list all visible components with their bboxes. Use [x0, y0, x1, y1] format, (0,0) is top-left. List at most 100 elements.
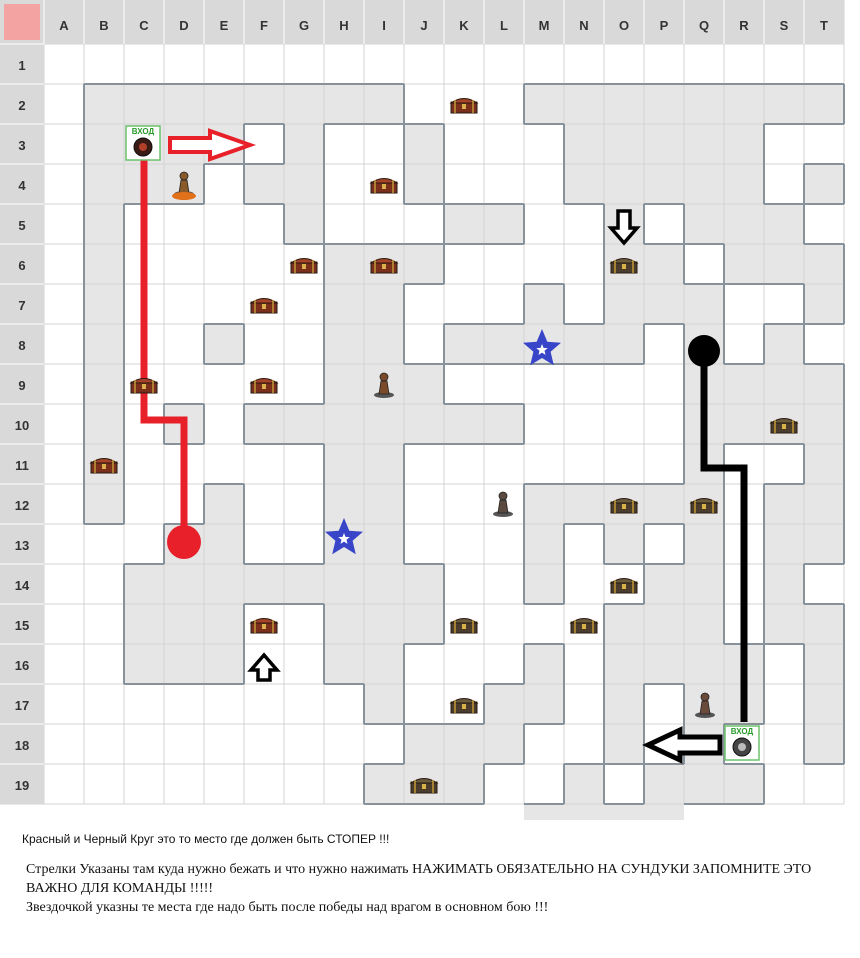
- treasure-chest-icon[interactable]: [249, 618, 279, 634]
- row-header: 16: [15, 658, 29, 673]
- treasure-chest-icon[interactable]: [449, 698, 479, 714]
- floor-cell: [564, 484, 604, 524]
- red-stopper-circle: [167, 525, 201, 559]
- floor-cell: [604, 84, 644, 124]
- entrance-marker[interactable]: ВХОД: [724, 725, 760, 761]
- floor-cell: [604, 284, 644, 324]
- floor-cell: [724, 124, 764, 164]
- floor-cell: [804, 684, 844, 724]
- monster-icon[interactable]: [374, 372, 394, 398]
- floor-cell: [404, 564, 444, 604]
- floor-cell: [244, 164, 284, 204]
- floor-cell: [604, 724, 644, 764]
- floor-cell: [444, 724, 484, 764]
- arrow-left-icon: [642, 726, 723, 764]
- floor-cell: [124, 84, 164, 124]
- treasure-chest-icon[interactable]: [769, 418, 799, 434]
- treasure-chest-icon[interactable]: [369, 258, 399, 274]
- floor-cell: [324, 444, 364, 484]
- floor-cell: [804, 244, 844, 284]
- note-stars: Звездочкой указны те места где надо быть…: [26, 900, 549, 915]
- floor-cell: [404, 364, 444, 404]
- floor-cell: [404, 124, 444, 164]
- floor-cell: [484, 404, 524, 444]
- floor-cell: [164, 604, 204, 644]
- treasure-chest-icon[interactable]: [409, 778, 439, 794]
- floor-cell: [604, 684, 644, 724]
- treasure-chest-icon[interactable]: [89, 458, 119, 474]
- floor-cell: [244, 84, 284, 124]
- treasure-chest-icon[interactable]: [609, 258, 639, 274]
- row-header: 8: [18, 338, 25, 353]
- treasure-chest-icon[interactable]: [249, 378, 279, 394]
- column-header: D: [179, 18, 188, 33]
- treasure-chest-icon[interactable]: [569, 618, 599, 634]
- floor-cell: [204, 604, 244, 644]
- floor-cell: [804, 364, 844, 404]
- row-header: 2: [18, 98, 25, 113]
- floor-cell: [324, 404, 364, 444]
- floor-cell: [804, 644, 844, 684]
- black-stopper-circle: [688, 335, 720, 367]
- treasure-chest-icon[interactable]: [289, 258, 319, 274]
- treasure-chest-icon[interactable]: [129, 378, 159, 394]
- floor-cell: [284, 564, 324, 604]
- floor-cell: [364, 84, 404, 124]
- treasure-chest-icon[interactable]: [449, 618, 479, 634]
- floor-cell: [164, 644, 204, 684]
- floor-cell: [564, 164, 604, 204]
- column-header-bar: [0, 0, 844, 44]
- monster-icon[interactable]: [493, 491, 513, 517]
- floor-cell: [684, 524, 724, 564]
- floor-cell: [804, 484, 844, 524]
- floor-cell: [324, 644, 364, 684]
- row-header: 19: [15, 778, 29, 793]
- floor-cell: [364, 564, 404, 604]
- floor-cell: [124, 564, 164, 604]
- floor-cell: [684, 564, 724, 604]
- floor-cell: [684, 284, 724, 324]
- statue-icon[interactable]: [695, 692, 715, 718]
- floor-cell: [564, 84, 604, 124]
- row-header: 14: [15, 578, 30, 593]
- floor-cell: [804, 284, 844, 324]
- column-header: S: [780, 18, 789, 33]
- treasure-chest-icon[interactable]: [689, 498, 719, 514]
- floor-cell: [604, 324, 644, 364]
- floor-cell: [364, 684, 404, 724]
- treasure-chest-icon[interactable]: [449, 98, 479, 114]
- floor-cell: [684, 124, 724, 164]
- treasure-chest-icon[interactable]: [369, 178, 399, 194]
- star-center-icon: [338, 533, 350, 544]
- floor-cell: [284, 164, 324, 204]
- arrow-right-icon: [168, 128, 257, 162]
- floor-cell: [764, 324, 804, 364]
- treasure-chest-icon[interactable]: [609, 498, 639, 514]
- floor-cell: [644, 644, 684, 684]
- floor-cell: [204, 484, 244, 524]
- entrance-marker[interactable]: ВХОД: [125, 125, 161, 161]
- floor-cell: [364, 644, 404, 684]
- floor-cell: [684, 204, 724, 244]
- floor-cell: [804, 724, 844, 764]
- row-header: 10: [15, 418, 29, 433]
- column-header: P: [660, 18, 669, 33]
- floor-cell: [524, 804, 564, 820]
- floor-cell: [84, 84, 124, 124]
- floor-cell: [284, 204, 324, 244]
- floor-cell: [804, 404, 844, 444]
- treasure-chest-icon[interactable]: [609, 578, 639, 594]
- floor-cell: [524, 284, 564, 324]
- floor-cell: [324, 604, 364, 644]
- floor-cell: [644, 484, 684, 524]
- floor-cell: [644, 164, 684, 204]
- floor-cell: [724, 404, 764, 444]
- row-header: 1: [18, 58, 25, 73]
- entrance-label: ВХОД: [731, 727, 754, 736]
- treasure-chest-icon[interactable]: [249, 298, 279, 314]
- floor-cell: [684, 84, 724, 124]
- floor-cell: [724, 84, 764, 124]
- floor-cell: [324, 84, 364, 124]
